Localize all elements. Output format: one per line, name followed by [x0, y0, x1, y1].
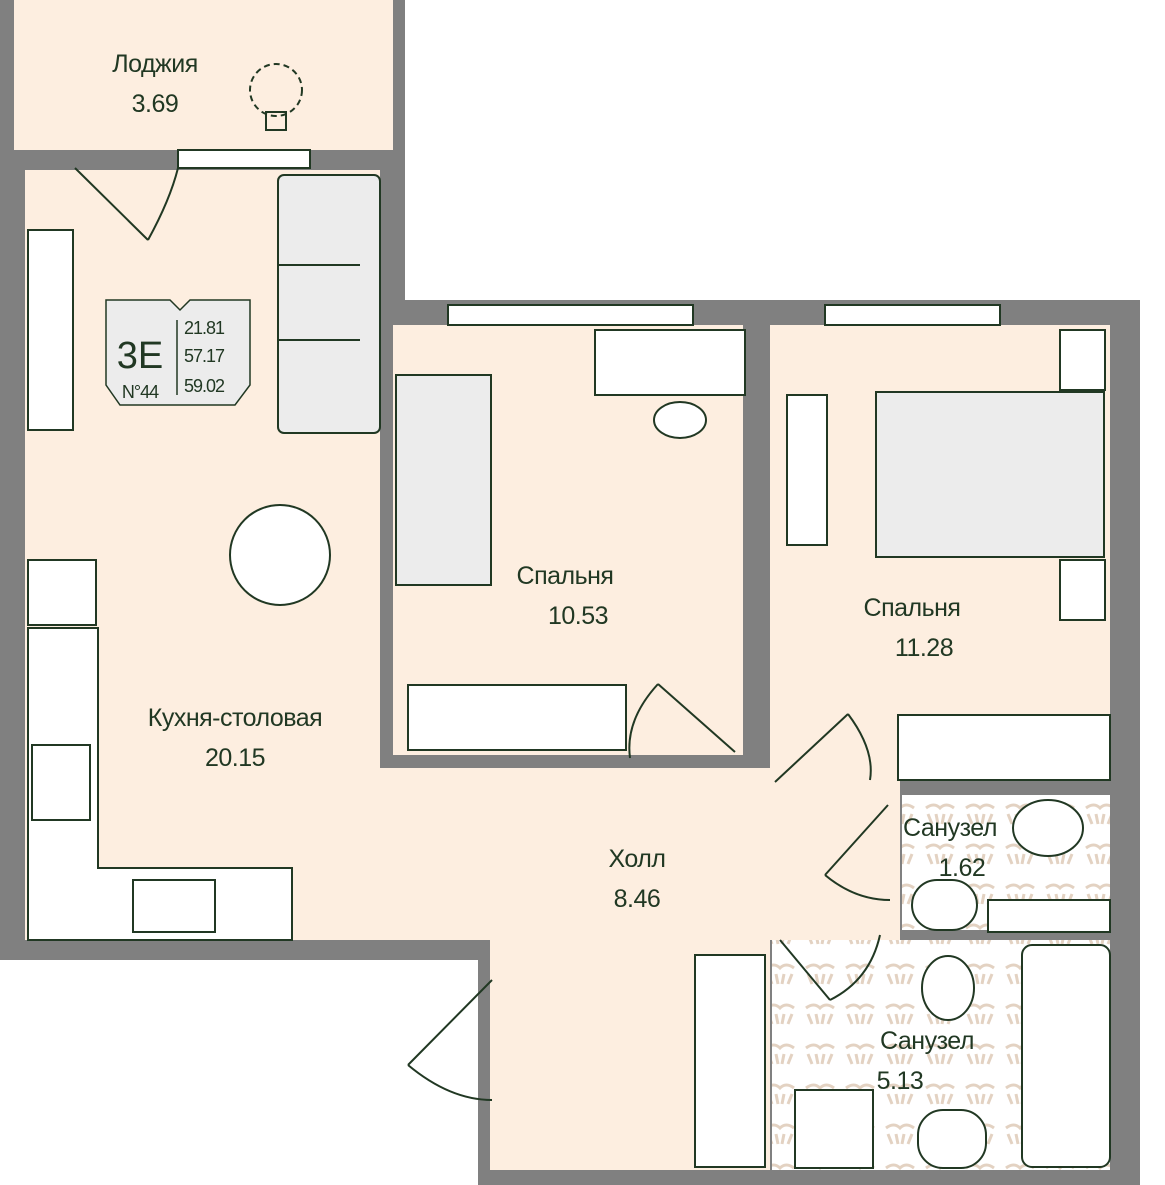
apartment-badge: 3E N°44 21.81 57.17 59.02: [105, 299, 251, 406]
doors: [74, 167, 891, 1101]
sink-1: [911, 879, 978, 931]
wardrobe-1: [407, 684, 627, 751]
room-area-kitchen: 20.15: [205, 744, 265, 772]
plant-icon: [249, 63, 303, 131]
toilet-1: [1012, 799, 1084, 857]
tv-2: [786, 394, 828, 546]
total-area-with-loggia: 59.02: [184, 376, 225, 396]
total-area: 57.17: [184, 346, 225, 366]
windows: [177, 149, 1001, 326]
bed-single: [395, 374, 492, 586]
apartment-number: N°44: [122, 382, 159, 402]
room-name-bathroom-1: Санузел: [903, 814, 997, 842]
room-area-bedroom-2: 11.28: [895, 634, 953, 662]
room-labels: Лоджия 3.69 Кухня-столовая 20.15 Спальня…: [112, 50, 997, 1095]
living-area: 21.81: [184, 318, 225, 338]
sofa: [277, 174, 381, 434]
stove: [27, 559, 97, 626]
room-area-bedroom-1: 10.53: [548, 602, 608, 630]
wardrobe-2: [897, 714, 1111, 781]
bathtub: [1021, 944, 1111, 1168]
desk: [594, 329, 746, 396]
storage: [987, 899, 1111, 933]
room-area-hall: 8.46: [614, 885, 661, 913]
room-name-kitchen: Кухня-столовая: [148, 704, 322, 732]
hall-wardrobe: [694, 954, 766, 1168]
loggia-floor: [14, 0, 393, 150]
bed-double: [875, 391, 1105, 558]
tv: [27, 229, 74, 431]
furniture: [27, 63, 1111, 1169]
toilet-2: [921, 955, 975, 1021]
apartment-type: 3E: [117, 335, 163, 377]
room-name-hall: Холл: [609, 845, 666, 873]
room-area-loggia: 3.69: [132, 90, 179, 118]
washing-machine: [794, 1089, 874, 1169]
room-name-loggia: Лоджия: [112, 50, 198, 78]
room-name-bedroom-2: Спальня: [864, 594, 961, 622]
room-name-bathroom-2: Санузел: [880, 1027, 974, 1055]
kitchen-counter: [27, 627, 293, 941]
hob: [31, 744, 91, 821]
sink-2: [917, 1109, 987, 1169]
room-name-bedroom-1: Спальня: [517, 562, 614, 590]
room-area-bathroom-2: 5.13: [877, 1067, 924, 1095]
sink: [132, 879, 216, 933]
room-area-bathroom-1: 1.62: [939, 854, 986, 882]
dining-table: [229, 504, 331, 606]
